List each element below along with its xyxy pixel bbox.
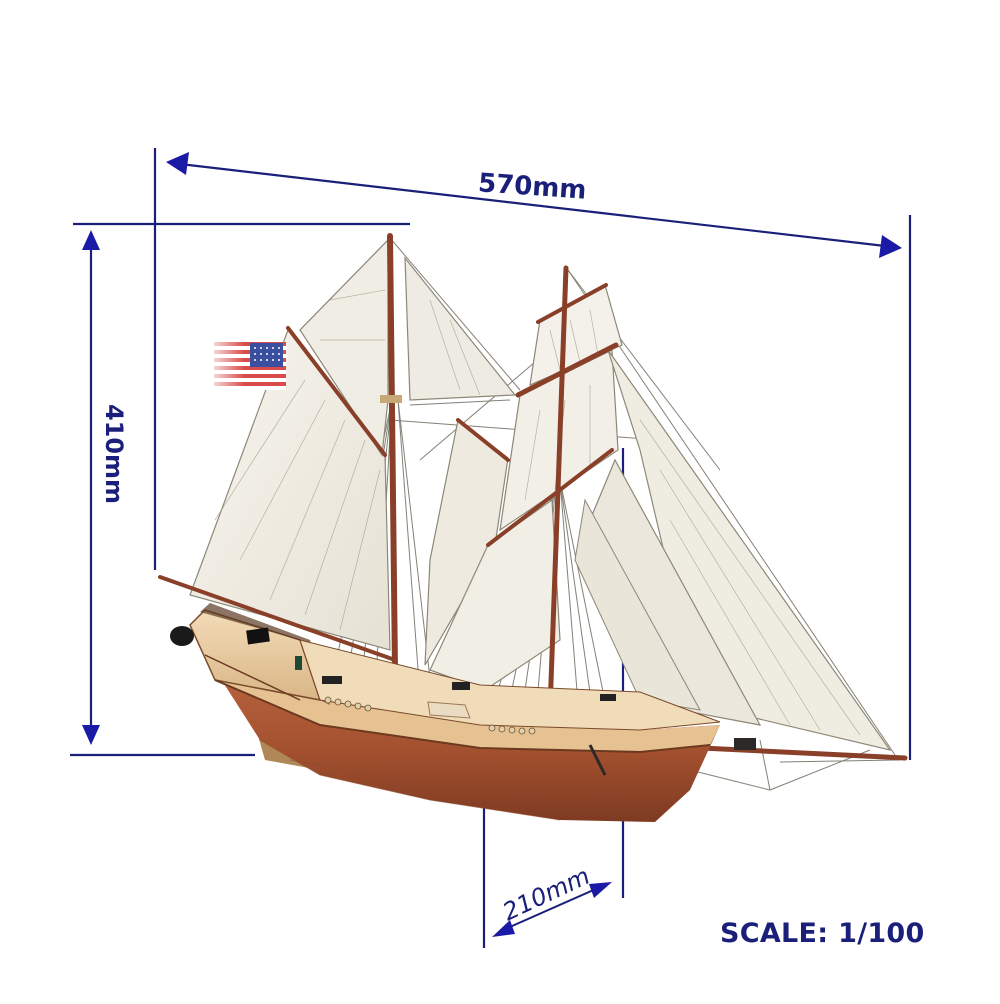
stern-cannon bbox=[170, 626, 194, 646]
fore-lower-yard bbox=[486, 448, 614, 547]
scale-label: SCALE: 1/100 bbox=[720, 918, 925, 949]
bowsprit-cap bbox=[734, 738, 756, 750]
height-arrow bbox=[82, 230, 100, 745]
deck-hatch bbox=[427, 701, 471, 719]
main-gaff bbox=[286, 326, 387, 457]
fore-gaff-sail bbox=[429, 498, 561, 691]
fore-gaff bbox=[456, 418, 510, 462]
hull bbox=[170, 603, 721, 822]
anchor bbox=[588, 744, 607, 776]
main-staysail bbox=[404, 256, 517, 401]
length-arrow bbox=[166, 152, 902, 258]
fore-topgallant-yard bbox=[536, 283, 608, 324]
beam-arrow bbox=[492, 882, 612, 937]
sail-seams bbox=[214, 289, 861, 736]
height-dimension-label: 410mm bbox=[100, 403, 129, 505]
stern-skylight bbox=[246, 627, 270, 645]
cabin-door bbox=[295, 656, 302, 670]
main-boom bbox=[158, 575, 397, 662]
ship-model bbox=[158, 233, 908, 822]
main-crosstree bbox=[380, 395, 402, 403]
main-mast bbox=[387, 233, 398, 673]
american-flag bbox=[205, 338, 286, 394]
fore-topsail-yard bbox=[515, 342, 619, 398]
deck-cannon bbox=[322, 676, 342, 684]
